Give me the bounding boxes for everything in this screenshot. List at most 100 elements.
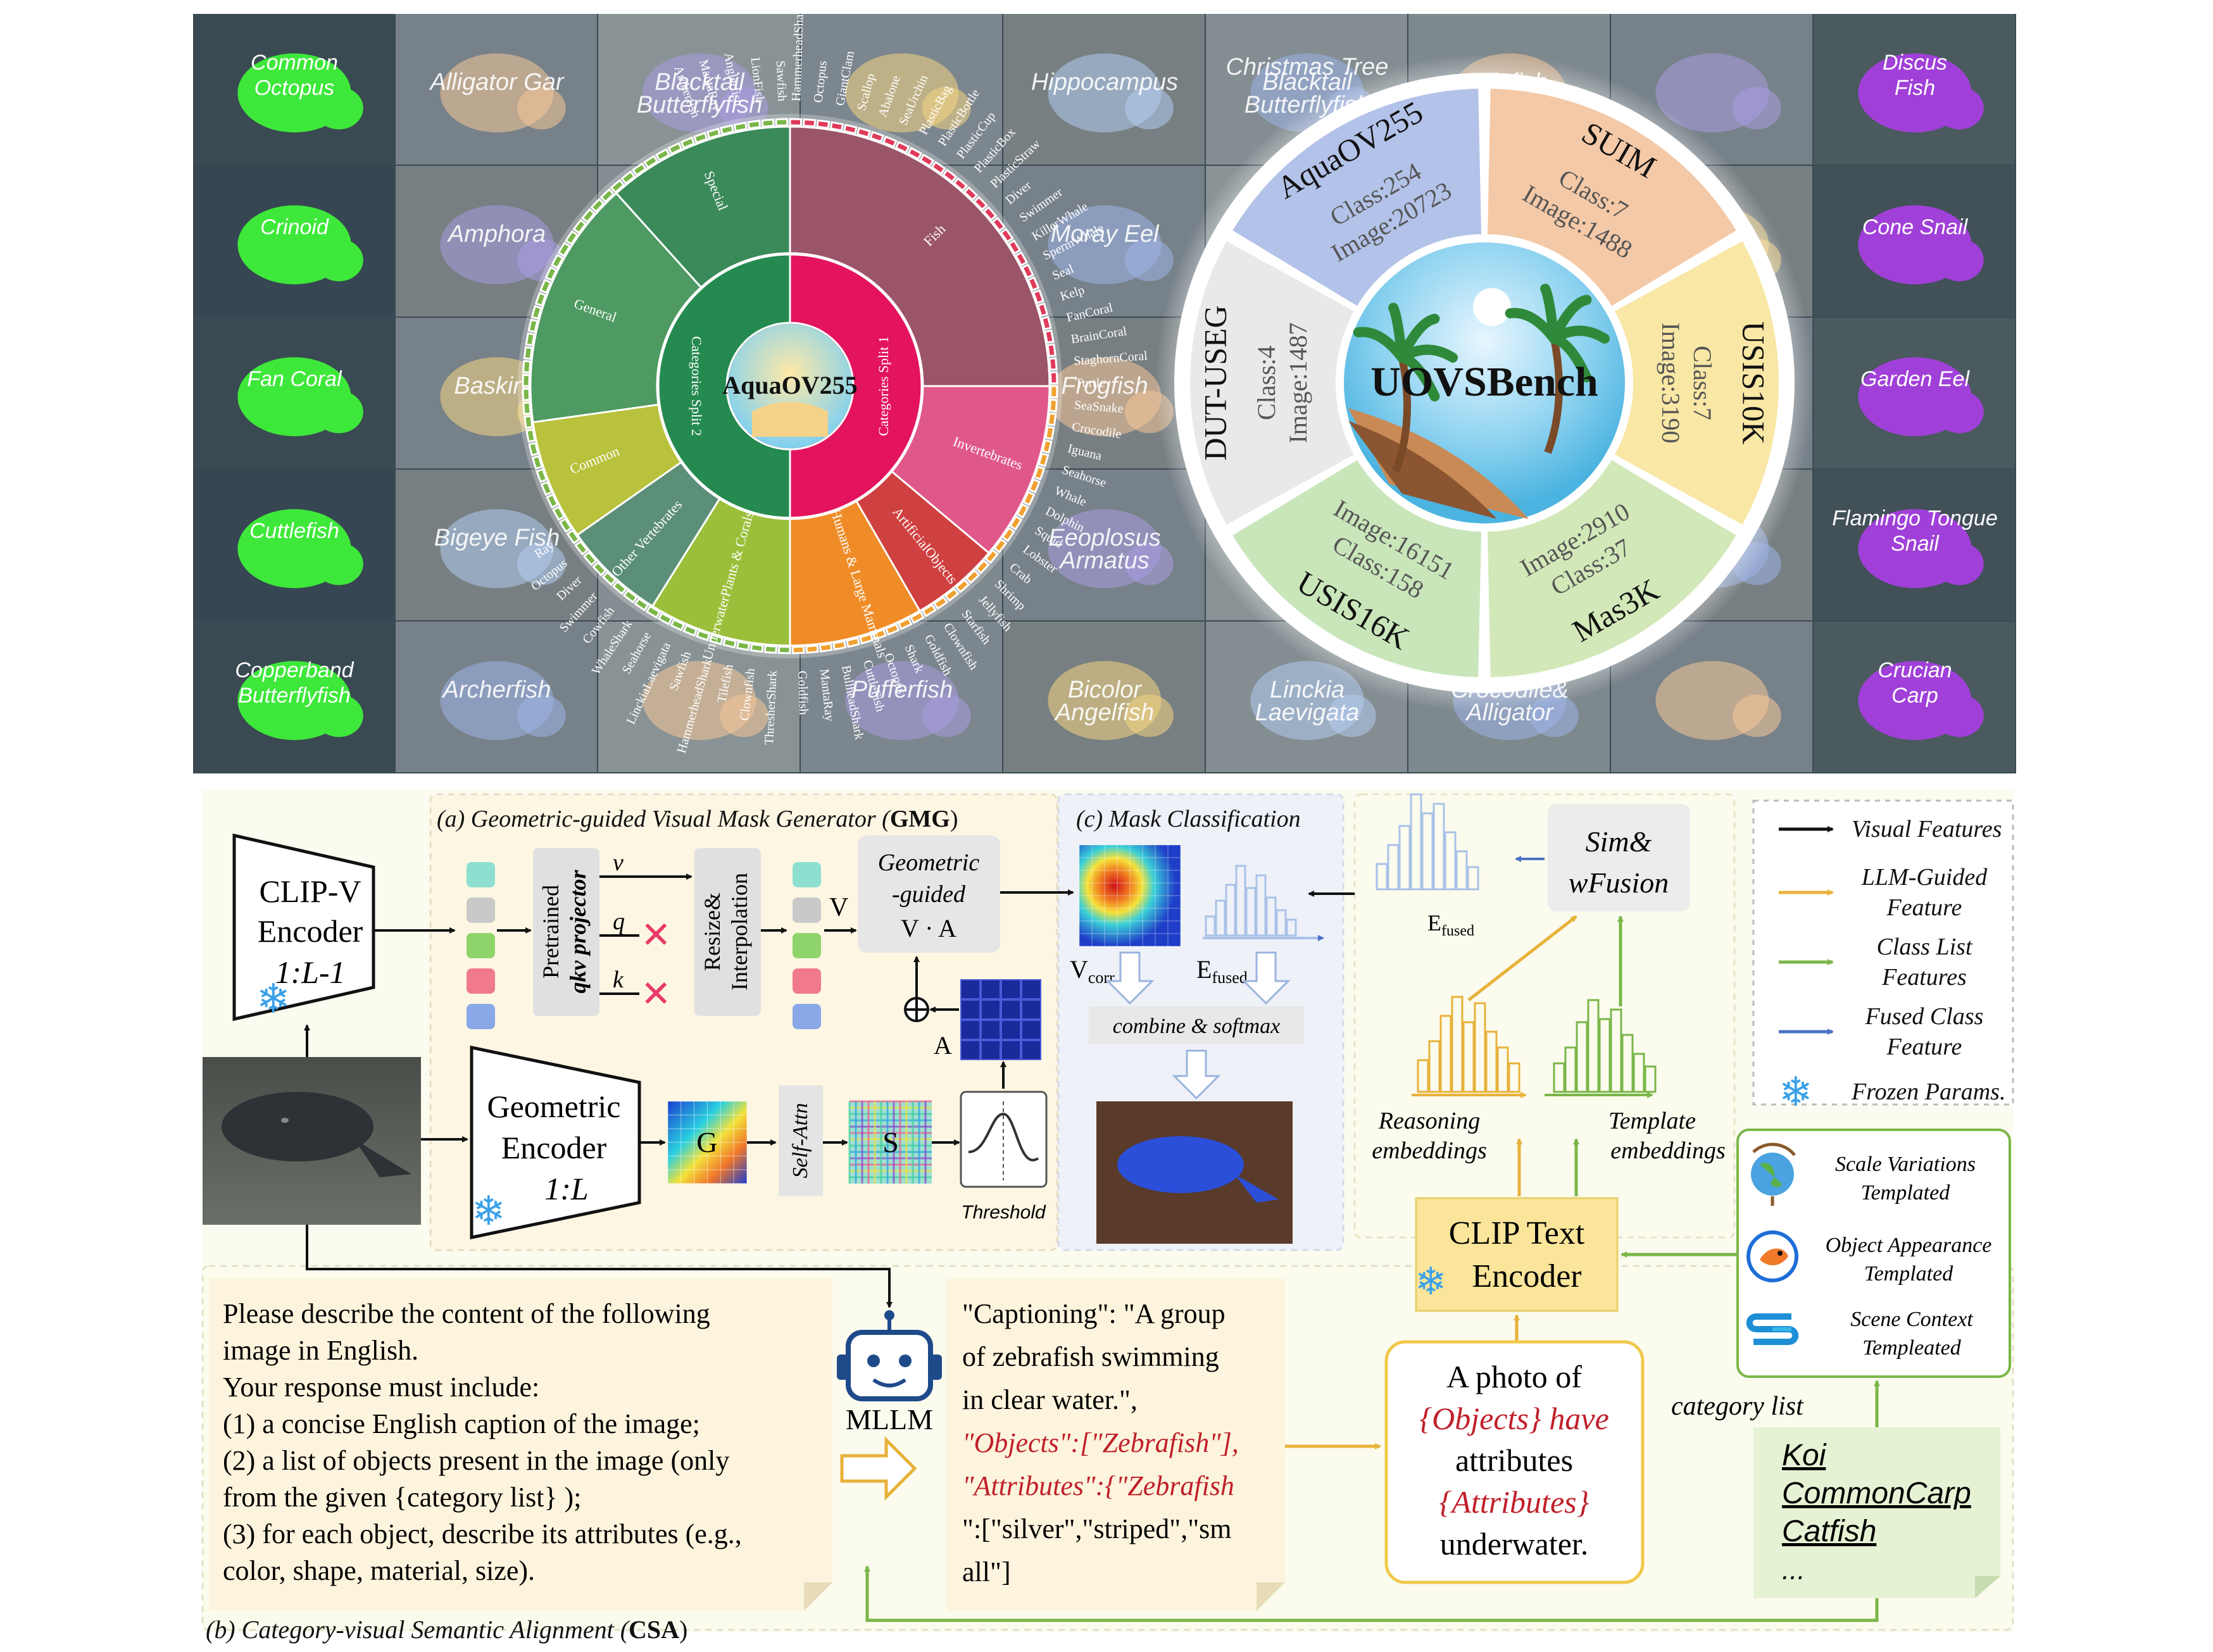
hist-bar [1245, 887, 1257, 937]
outer-tick [534, 291, 547, 307]
tile-label: Moray Eel [1050, 221, 1160, 247]
svg-text:underwater.: underwater. [1440, 1526, 1589, 1561]
outer-tick [802, 118, 817, 128]
k-label: k [613, 967, 624, 993]
outer-tick [973, 196, 988, 211]
mosaic-tile [396, 166, 597, 316]
ring-fish [789, 125, 1051, 387]
inner-split-1 [789, 253, 923, 519]
mosaic-tile [1003, 14, 1205, 165]
outer-tick [528, 442, 539, 457]
outer-tick [829, 121, 844, 132]
svg-text:...: ... [1782, 1555, 1805, 1586]
hist-bar [1276, 909, 1287, 937]
outer-tick [736, 641, 751, 651]
tile-label: Hippocampus [1031, 69, 1178, 96]
outer-tick [944, 587, 960, 602]
tile-label: Common [251, 51, 338, 75]
hist-bar [1467, 866, 1479, 891]
outer-tick [527, 318, 539, 334]
mosaic-tile [1003, 470, 1205, 620]
outer-tick [1049, 371, 1058, 385]
outer-tick [643, 154, 659, 169]
outer-tick [1048, 357, 1058, 371]
outer-tick [522, 360, 532, 374]
hist-bar [1587, 999, 1600, 1093]
reasoning-label-2: embeddings [1372, 1137, 1487, 1164]
hist-bar [1451, 996, 1464, 1093]
hist-bar [1598, 1018, 1611, 1093]
hist-bar [1633, 1053, 1645, 1093]
outer-tick [580, 208, 596, 223]
tile-label: Carp [1891, 684, 1938, 708]
hist-bar [1553, 1062, 1565, 1093]
outer-tick [775, 118, 789, 127]
legend-label: Fused Class [1865, 1003, 1984, 1030]
tile-label: Pufferfish [851, 677, 953, 703]
outer-tick [921, 603, 937, 618]
outer-tick [706, 127, 722, 140]
outer-tick [522, 387, 531, 401]
hollow-arrow-2 [1241, 951, 1291, 1005]
legend-label: Feature [1886, 894, 1962, 921]
mllm-label: MLLM [846, 1403, 933, 1436]
svg-text:Resize&: Resize& [699, 892, 725, 971]
geometric-encoder: Geometric Encoder 1:L ❄ [470, 1045, 641, 1240]
outer-tick [1038, 452, 1050, 468]
outer-tick [722, 637, 737, 649]
leaf-label: Goldfish [795, 670, 810, 715]
token [793, 1004, 821, 1029]
outer-tick [733, 122, 748, 132]
input-image [203, 1057, 421, 1225]
mosaic-tile [396, 622, 597, 772]
outer-tick [565, 230, 579, 246]
hist-bar [1225, 884, 1236, 937]
leaf-label: HammerheadShark [789, 3, 806, 101]
clip-text-encoder: CLIP Text Encoder ❄ [1415, 1197, 1619, 1312]
outer-tick [872, 628, 887, 641]
templates-box: Scale Variations Templated Object Appear… [1736, 1129, 2011, 1378]
hist-bar [1255, 874, 1267, 937]
outer-tick [523, 415, 534, 429]
svg-text:(2) a list of objects present: (2) a list of objects present in the ima… [223, 1445, 729, 1476]
token-column-2 [793, 862, 821, 1029]
mosaic-tile: Garden Eel [1814, 318, 2015, 468]
wheel-segment-text: DUT-USEG [1197, 305, 1232, 460]
outer-tick [551, 505, 566, 522]
outer-tick [818, 642, 833, 653]
template-label-1: Template [1608, 1108, 1696, 1134]
svg-text:CLIP-V: CLIP-V [259, 873, 361, 909]
svg-text:Scale Variations: Scale Variations [1835, 1153, 1976, 1176]
svg-text:Geometric: Geometric [487, 1089, 620, 1124]
svg-text:CLIP Text: CLIP Text [1449, 1215, 1585, 1251]
outer-tick [540, 480, 553, 496]
outer-tick [894, 141, 910, 154]
sim-wfusion-box: Sim& wFusion [1548, 804, 1690, 911]
hist-bar [1576, 1021, 1588, 1093]
hist-bar [1286, 918, 1297, 937]
outer-tick [963, 186, 979, 201]
svg-text:":["silver","striped","sm: ":["silver","striped","sm [962, 1513, 1232, 1544]
outer-tick [631, 162, 648, 177]
outer-tick [536, 468, 548, 484]
k-cross-icon: ✕ [641, 973, 672, 1015]
snowflake-icon: ❄ [256, 976, 291, 1022]
svg-text:(3) for each object, describe: (3) for each object, describe its attrib… [223, 1518, 742, 1549]
hist-bar [1376, 863, 1388, 891]
token [467, 933, 495, 958]
mllm-robot-icon [837, 1310, 942, 1401]
fish-logo-icon [1746, 1230, 1798, 1282]
wheel-segment-text: Class:7 [1688, 346, 1717, 420]
outer-tick [1050, 385, 1058, 399]
svg-text:V · A: V · A [901, 914, 956, 942]
outer-tick [1028, 478, 1041, 494]
svg-text:Templeated: Templeated [1862, 1336, 1962, 1360]
outer-tick [975, 559, 990, 575]
svg-text:A photo of: A photo of [1446, 1359, 1582, 1394]
tile-label: Archerfish [441, 677, 551, 703]
tile-label: Blacktail [655, 69, 745, 96]
ring-special [615, 125, 791, 289]
wheel-segment [1190, 241, 1355, 525]
prompt-note: Please describe the content of the follo… [209, 1279, 832, 1611]
